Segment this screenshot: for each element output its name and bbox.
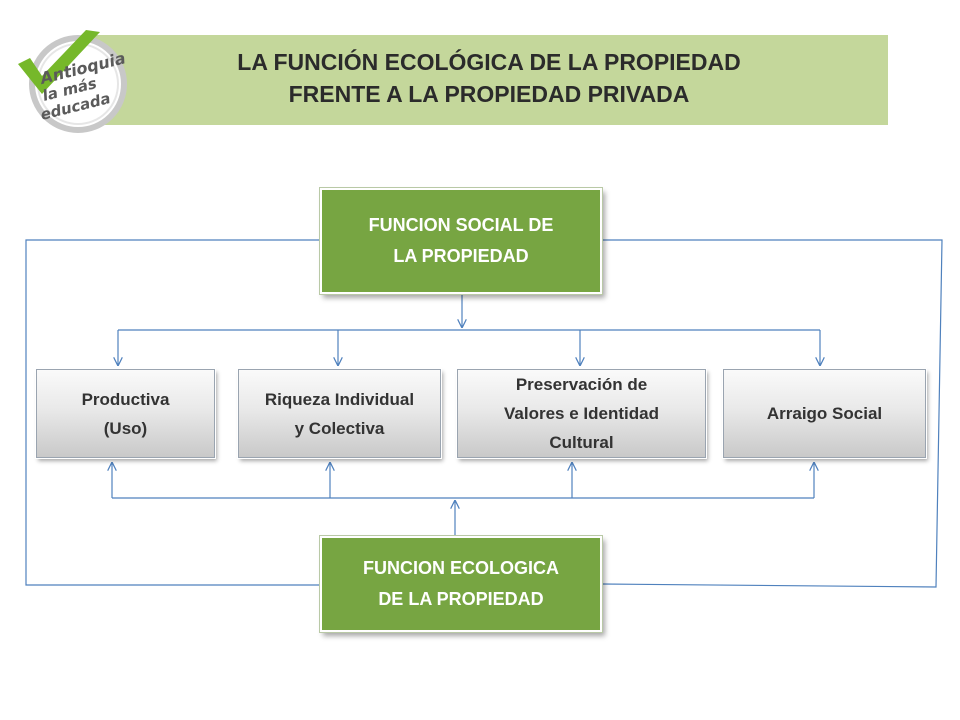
category-productiva: Productiva (Uso) <box>36 369 215 458</box>
category-preservacion: Preservación de Valores e Identidad Cult… <box>457 369 706 458</box>
category-label: (Uso) <box>103 418 148 438</box>
category-label: Valores e Identidad <box>504 404 659 423</box>
category-label: Productiva <box>81 389 170 409</box>
title-line-1: LA FUNCIÓN ECOLÓGICA DE LA PROPIEDAD <box>237 49 741 75</box>
ecological-function-box: FUNCION ECOLOGICA DE LA PROPIEDAD <box>320 536 602 632</box>
category-label: y Colectiva <box>294 418 385 438</box>
category-riqueza: Riqueza Individual y Colectiva <box>238 369 441 458</box>
page-title: LA FUNCIÓN ECOLÓGICA DE LA PROPIEDAD FRE… <box>90 46 888 110</box>
social-box-line-1: FUNCION SOCIAL DE <box>368 215 554 235</box>
category-label: Preservación de <box>515 375 648 394</box>
category-label: Riqueza Individual <box>264 389 415 409</box>
title-line-2: FRENTE A LA PROPIEDAD PRIVADA <box>288 81 690 107</box>
category-label: Arraigo Social <box>766 404 883 423</box>
social-function-box: FUNCION SOCIAL DE LA PROPIEDAD <box>320 188 602 294</box>
outer-loop-line-right <box>601 239 943 588</box>
outer-loop-line <box>25 239 320 586</box>
category-arraigo: Arraigo Social <box>723 369 926 458</box>
category-label: Cultural <box>549 433 614 452</box>
eco-box-line-2: DE LA PROPIEDAD <box>378 589 544 609</box>
check-mark-icon <box>18 30 100 94</box>
antioquia-logo: Antioquia la más educada <box>18 30 127 133</box>
header-banner <box>90 35 888 125</box>
eco-box-line-1: FUNCION ECOLOGICA <box>363 558 559 578</box>
social-box-line-2: LA PROPIEDAD <box>393 246 529 266</box>
